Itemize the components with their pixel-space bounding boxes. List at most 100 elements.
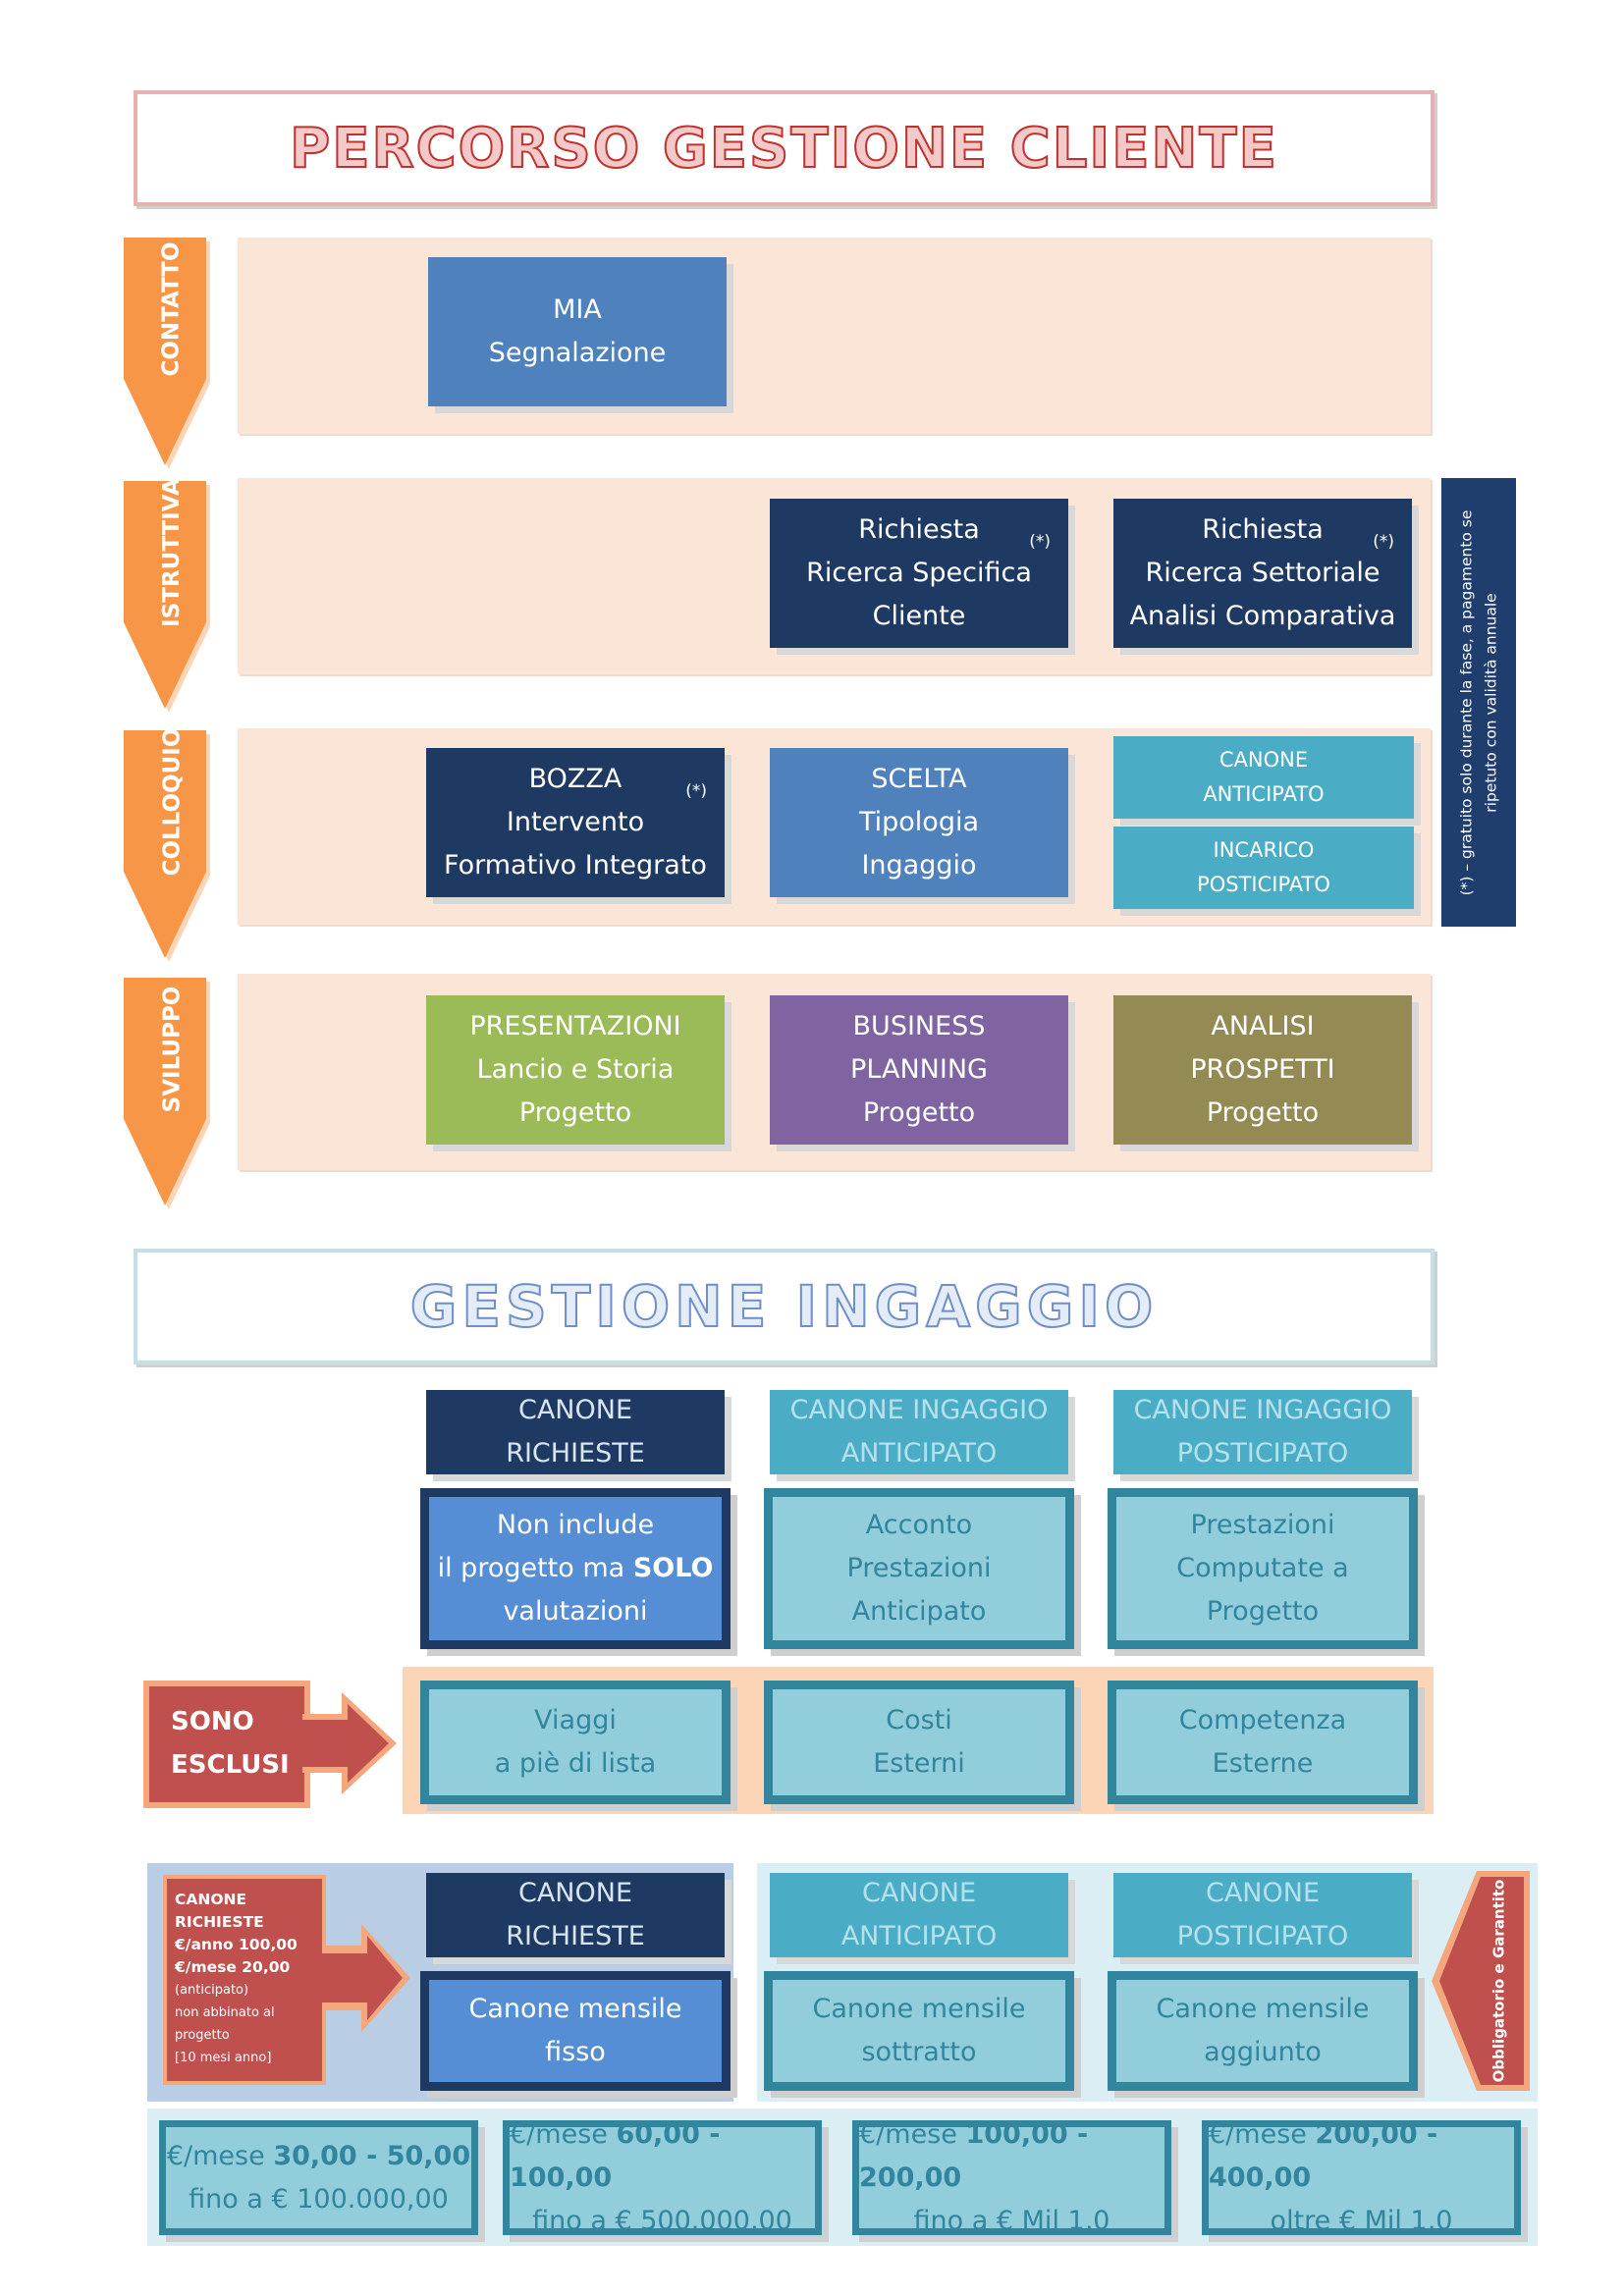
obbligatorio-label: Obbligatorio e Garantito (1489, 1879, 1508, 2083)
asterisk-note: (*) (1373, 532, 1394, 552)
box-line: Non include (496, 1510, 655, 1540)
phase-arrow-colloquio: COLLOQUIO (120, 728, 213, 964)
info-line: CANONE (175, 1891, 247, 1908)
box-line: sottratto (861, 2037, 977, 2067)
box-line: BOZZA (528, 764, 623, 794)
phase-arrow-contatto: CONTATTO (120, 236, 213, 471)
price-value: 200,00 - 400,00 (1209, 2118, 1438, 2193)
box-line: MIA (553, 294, 602, 325)
box-line: Prestazioni (1190, 1510, 1335, 1540)
box-line: Analisi Comparativa (1129, 601, 1396, 631)
price-threshold: oltre € Mil 1,0 (1270, 2205, 1453, 2236)
price-tier-1: €/mese 30,00 - 50,00 fino a € 100.000,00 (159, 2120, 478, 2235)
box-line: ANTICIPATO (840, 1921, 998, 1951)
box-line: Richiesta (858, 514, 980, 545)
box-line: Progetto (1206, 1596, 1320, 1627)
price-threshold: fino a € 500.000,00 (532, 2205, 792, 2236)
box-line: Ricerca Settoriale (1145, 558, 1380, 588)
desc-canone-richieste: Non include il progetto ma SOLO valutazi… (420, 1488, 731, 1649)
box-business-planning: BUSINESS PLANNING Progetto (770, 995, 1068, 1145)
phase-label-contatto: CONTATTO (159, 241, 185, 377)
right-arrow-icon (322, 1924, 410, 2032)
box-line: ANALISI (1211, 1011, 1315, 1041)
second-title: GESTIONE INGAGGIO (409, 1272, 1159, 1341)
box-line: Acconto (865, 1510, 973, 1540)
phase-label-colloquio: COLLOQUIO (159, 727, 186, 877)
price-line: €/mese 30,00 - 50,00 (167, 2135, 470, 2178)
box-line: PLANNING (850, 1054, 988, 1085)
box-line: PROSPETTI (1190, 1054, 1335, 1085)
down-arrow-icon (124, 238, 210, 469)
price-tier-2: €/mese 60,00 - 100,00 fino a € 500.000,0… (503, 2118, 822, 2236)
box-line: valutazioni (503, 1596, 648, 1627)
box-line: ANTICIPATO (1203, 782, 1325, 806)
info-line: non abbinato al (175, 2005, 275, 2020)
phase-arrow-istruttiva: ISTRUTTIVA (120, 478, 213, 715)
second-title-box: GESTIONE INGAGGIO (134, 1249, 1435, 1364)
price-threshold: fino a € Mil 1,0 (913, 2205, 1110, 2236)
asterisk-note: (*) (1029, 532, 1051, 552)
text-bold: SOLO (632, 1553, 714, 1583)
info-line: €/anno 100,00 (175, 1936, 298, 1953)
box-line: Tipologia (858, 807, 980, 837)
info-line: [10 mesi anno] (175, 2051, 272, 2065)
price-prefix: €/mese (510, 2118, 617, 2150)
price-threshold: fino a € 100.000,00 (189, 2183, 449, 2215)
box-line: Canone mensile (468, 1994, 682, 2024)
escluso-costi-esterni: Costi Esterni (764, 1681, 1074, 1804)
box-line: BUSINESS (852, 1011, 986, 1041)
escluso-competenza-esterne: Competenza Esterne (1108, 1681, 1418, 1804)
box-line: Richiesta (1202, 514, 1324, 545)
price-prefix: €/mese (1209, 2118, 1316, 2150)
canone-anticipato-header: CANONE ANTICIPATO (770, 1873, 1068, 1957)
box-line: Progetto (1206, 1097, 1320, 1128)
box-line: Costi (886, 1705, 952, 1735)
box-canone-anticipato: CANONE ANTICIPATO (1113, 736, 1414, 819)
box-line: Ricerca Specifica (806, 558, 1032, 588)
box-line: Viaggi (534, 1705, 617, 1735)
phase-label-sviluppo: SVILUPPO (159, 986, 186, 1113)
canone-mensile-fisso: Canone mensile fisso (420, 1971, 731, 2091)
box-line: RICHIESTE (506, 1921, 645, 1951)
band-contatto (238, 238, 1431, 434)
price-value: 100,00 - 200,00 (859, 2118, 1089, 2193)
box-line: CANONE (1205, 1878, 1321, 1908)
footnote-line-1: (*) – gratuito solo durante la fase, a p… (1457, 509, 1475, 895)
box-line: fisso (545, 2037, 606, 2067)
box-bozza-intervento: BOZZA Intervento Formativo Integrato (*) (426, 748, 725, 897)
box-line: Computate a (1176, 1553, 1349, 1583)
desc-prestazioni-computate: Prestazioni Computate a Progetto (1108, 1488, 1418, 1649)
canone-richieste-info: CANONE RICHIESTE €/anno 100,00 €/mese 20… (163, 1875, 326, 2085)
box-line: CANONE INGAGGIO (789, 1395, 1049, 1425)
phase-arrow-sviluppo: SVILUPPO (120, 976, 213, 1211)
footnote-box: (*) – gratuito solo durante la fase, a p… (1441, 478, 1516, 927)
down-arrow-icon (124, 978, 210, 1209)
phase-label-istruttiva: ISTRUTTIVA (159, 478, 186, 627)
box-line: CANONE (517, 1878, 633, 1908)
header-canone-ingaggio-posticipato: CANONE INGAGGIO POSTICIPATO (1113, 1390, 1412, 1474)
down-arrow-icon (124, 481, 210, 713)
box-line: Prestazioni (846, 1553, 992, 1583)
footnote-line-2: ripetuto con validità annuale (1482, 592, 1499, 813)
obbligatorio-arrow: Obbligatorio e Garantito (1432, 1871, 1530, 2091)
info-line: (anticipato) (175, 1983, 249, 1998)
box-line: il progetto ma SOLO (438, 1547, 714, 1590)
canone-posticipato-header: CANONE POSTICIPATO (1113, 1873, 1412, 1957)
box-incarico-posticipato: INCARICO POSTICIPATO (1113, 827, 1414, 909)
asterisk-note: (*) (685, 781, 707, 801)
box-line: CANONE (517, 1395, 633, 1425)
box-line: CANONE (1218, 748, 1309, 772)
box-line: aggiunto (1204, 2037, 1322, 2067)
desc-acconto-prestazioni: Acconto Prestazioni Anticipato (764, 1488, 1074, 1649)
box-scelta-tipologia: SCELTA Tipologia Ingaggio (770, 748, 1068, 897)
sono-esclusi-arrow: SONO ESCLUSI (143, 1681, 403, 1808)
box-line: SCELTA (871, 764, 967, 794)
price-line: €/mese 100,00 - 200,00 (859, 2113, 1164, 2200)
left-arrow-icon (1432, 1871, 1530, 2091)
box-line: Competenza (1178, 1705, 1347, 1735)
header-canone-ingaggio-anticipato: CANONE INGAGGIO ANTICIPATO (770, 1390, 1068, 1474)
price-tier-4: €/mese 200,00 - 400,00 oltre € Mil 1,0 (1202, 2118, 1521, 2236)
box-presentazioni: PRESENTAZIONI Lancio e Storia Progetto (426, 995, 725, 1145)
box-line: POSTICIPATO (1176, 1921, 1349, 1951)
box-line: Segnalazione (488, 338, 667, 368)
